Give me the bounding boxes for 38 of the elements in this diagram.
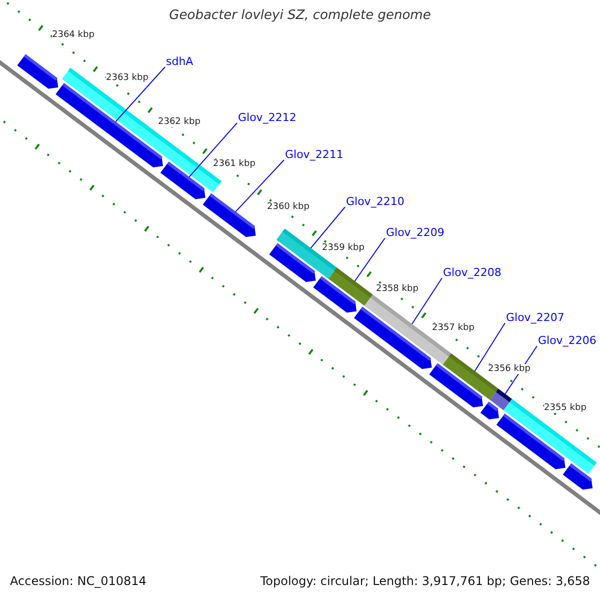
leader-line	[412, 278, 442, 324]
title: Geobacter lovleyi SZ, complete genome	[168, 8, 432, 23]
scale-label: 2357 kbp	[432, 323, 474, 333]
cds-feature	[17, 54, 58, 89]
leader-line	[310, 206, 346, 249]
gene-label: Glov_2211	[285, 148, 344, 161]
scale-label: 2359 kbp	[322, 243, 364, 253]
cds-feature	[354, 306, 432, 369]
gene-label: Glov_2209	[386, 226, 444, 239]
cds-feature	[480, 402, 499, 420]
cds-feature	[496, 414, 566, 470]
gene-label: sdhA	[166, 55, 194, 68]
leader-line	[354, 238, 386, 282]
scale-label: 2364 kbp	[52, 30, 94, 40]
gene-label: Glov_2206	[538, 334, 596, 347]
gene-label: Glov_2207	[506, 311, 564, 324]
cds-feature	[562, 463, 593, 490]
scale-label: 2356 kbp	[488, 364, 530, 374]
leader-line	[474, 322, 506, 372]
scale-label: 2360 kbp	[267, 202, 310, 212]
scale-label: 2363 kbp	[106, 73, 148, 83]
leader-line	[115, 66, 166, 122]
leader-line	[235, 160, 284, 212]
cds-feature	[202, 193, 256, 237]
cds-feature	[429, 363, 483, 408]
scale-label: 2362 kbp	[158, 117, 200, 127]
cds-feature	[269, 243, 316, 282]
cds-feature	[160, 162, 206, 200]
gene-label: Glov_2210	[346, 195, 404, 208]
gene-label: Glov_2212	[238, 111, 296, 124]
cds-feature	[313, 276, 357, 313]
scale-label: 2355 kbp	[544, 403, 586, 413]
footer-text: Accession: NC_010814	[10, 574, 146, 588]
leader-line	[188, 122, 238, 178]
footer-text: Topology: circular; Length: 3,917,761 bp; Genes: 3,658	[260, 574, 590, 588]
gene-label: Glov_2208	[443, 266, 502, 279]
scale-label: 2358 kbp	[376, 284, 418, 294]
scale-label: 2361 kbp	[213, 159, 256, 169]
